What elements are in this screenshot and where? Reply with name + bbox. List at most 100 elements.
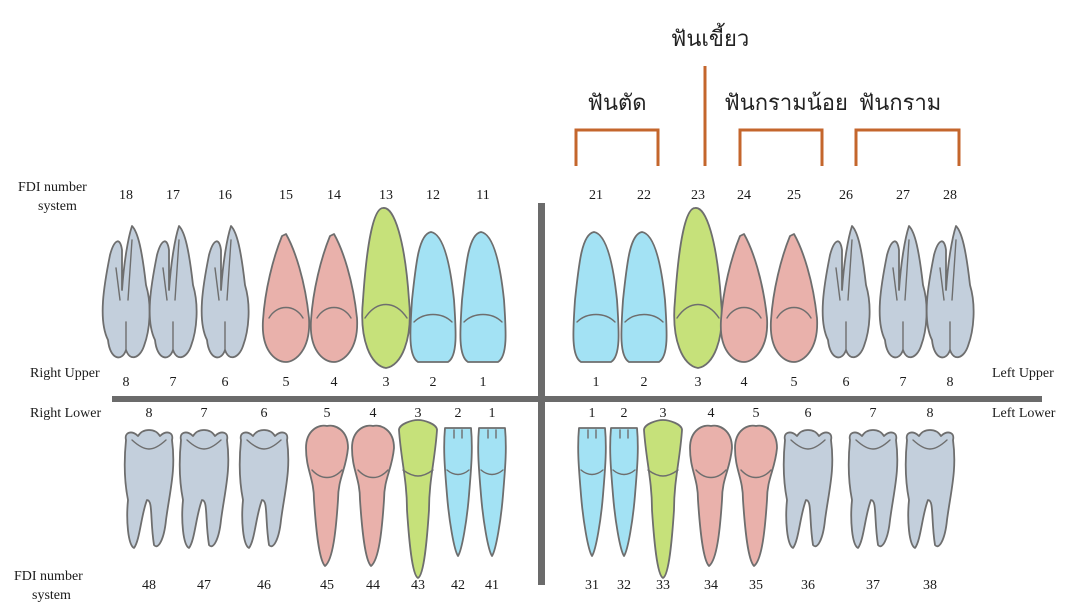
fdi-number-28: 28 [943,188,957,203]
fdi-number-45: 45 [320,578,334,593]
fdi-label-top-line1: FDI number [18,180,87,195]
teeth-layer: 1881771661551441331221112112222332442552… [101,188,975,593]
tooth-35 [734,424,778,567]
tooth-41-crown [477,427,507,557]
tooth-32-detail [612,469,636,476]
tooth-43-detail [402,469,434,477]
tooth-18-detail [115,267,121,301]
position-number-38: 8 [927,406,934,421]
tooth-35-crown [734,424,778,567]
position-number-41: 1 [489,406,496,421]
tooth-35-detail [740,469,772,479]
tooth-32-crown [609,427,639,557]
tooth-45-crown [305,424,349,567]
tooth-14-crown [310,233,358,363]
fdi-number-22: 22 [637,188,651,203]
tooth-15 [262,233,310,363]
tooth-38-detail [912,439,948,450]
tooth-28-crown [925,225,975,359]
position-number-15: 5 [283,375,290,390]
tooth-13-crown [361,207,411,369]
position-number-37: 7 [870,406,877,421]
position-number-32: 2 [621,406,628,421]
incisor-group-label: ฟันตัด [587,91,646,116]
tooth-46-detail [246,439,282,450]
position-number-44: 4 [370,406,377,421]
position-number-11: 1 [480,375,487,390]
tooth-46 [238,429,290,549]
position-number-24: 4 [741,375,748,390]
canine-group-label: ฟันเขี้ยว [671,23,749,52]
position-number-13: 3 [383,375,390,390]
fdi-label-top-line2: system [38,199,77,214]
position-number-31: 1 [589,406,596,421]
tooth-22-crown [620,231,668,363]
tooth-32 [609,427,639,557]
position-number-36: 6 [805,406,812,421]
tooth-36-detail [790,439,826,450]
tooth-26-detail [847,239,853,301]
tooth-43-crown [398,419,438,579]
position-number-18: 8 [123,375,130,390]
tooth-25-detail [776,306,812,319]
position-number-33: 3 [660,406,667,421]
fdi-number-24: 24 [737,188,751,203]
tooth-21-detail [576,313,616,323]
position-number-34: 4 [708,406,715,421]
fdi-number-15: 15 [279,188,293,203]
tooth-22 [620,231,668,363]
fdi-number-17: 17 [166,188,180,203]
tooth-23-crown [673,207,723,369]
position-number-21: 1 [593,375,600,390]
position-number-12: 2 [430,375,437,390]
fdi-number-47: 47 [197,578,211,593]
tooth-33-detail [647,469,679,477]
position-number-23: 3 [695,375,702,390]
tooth-23-detail [676,303,720,319]
fdi-number-12: 12 [426,188,440,203]
tooth-28-detail [951,239,957,301]
tooth-37-detail [855,439,891,450]
tooth-45 [305,424,349,567]
tooth-17-detail [174,239,180,301]
tooth-47-detail [186,439,222,450]
tooth-44-detail [357,469,389,479]
tooth-12 [409,231,457,363]
molar-group-label: ฟันกราม [859,91,942,116]
tooth-18-crown [101,225,151,359]
tooth-34-detail [695,469,727,479]
position-number-17: 7 [170,375,177,390]
tooth-36-crown [782,429,834,549]
fdi-label-bottom-line1: FDI number [14,569,83,584]
fdi-number-31: 31 [585,578,599,593]
tooth-47-crown [178,429,230,549]
position-number-26: 6 [843,375,850,390]
fdi-number-26: 26 [839,188,853,203]
tooth-38-crown [904,429,956,549]
position-number-27: 7 [900,375,907,390]
tooth-28 [925,225,975,359]
right-lower-label: Right Lower [30,406,101,421]
position-number-35: 5 [753,406,760,421]
fdi-number-11: 11 [476,188,489,203]
left-upper-label: Left Upper [992,366,1054,381]
position-number-45: 5 [324,406,331,421]
tooth-38 [904,429,956,549]
tooth-12-detail [413,313,453,323]
tooth-26 [821,225,871,359]
tooth-31-crown [577,427,607,557]
tooth-14-detail [316,306,352,319]
position-number-22: 2 [641,375,648,390]
position-number-48: 8 [146,406,153,421]
fdi-number-27: 27 [896,188,910,203]
tooth-37-crown [847,429,899,549]
tooth-27-crown [878,225,928,359]
fdi-number-23: 23 [691,188,705,203]
tooth-44 [351,424,395,567]
tooth-41 [477,427,507,557]
tooth-18-detail [127,239,133,301]
incisor-bracket [574,128,660,166]
tooth-16 [200,225,250,359]
fdi-number-35: 35 [749,578,763,593]
fdi-label-bottom-line2: system [32,588,71,603]
